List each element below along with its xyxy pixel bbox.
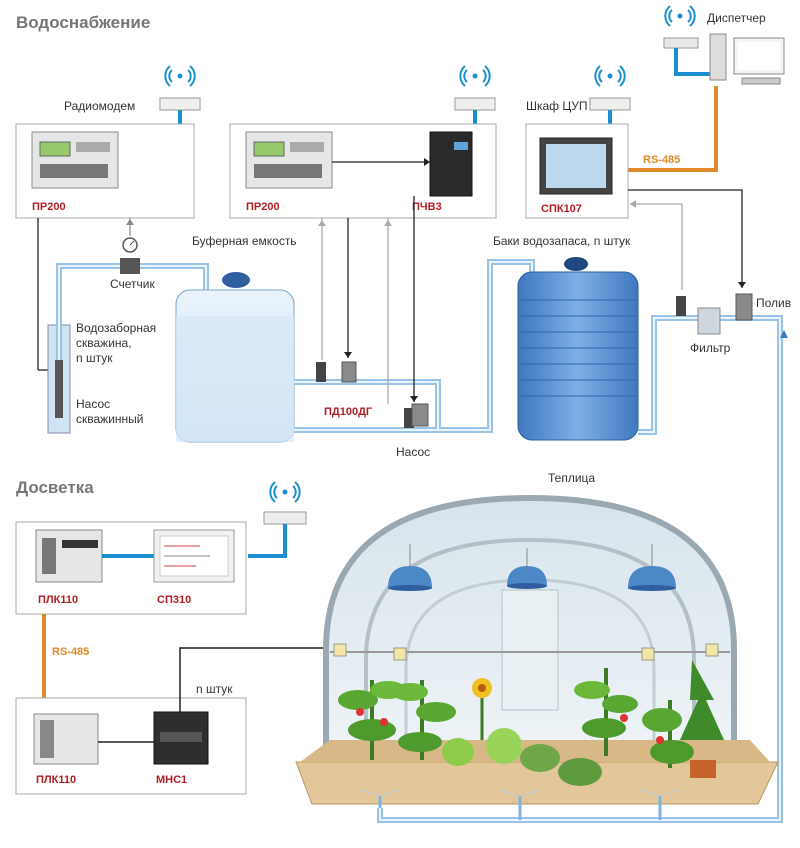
computer-icon [709, 33, 785, 85]
filter-sensor [676, 296, 686, 316]
well-label-line2: скважина, [76, 336, 132, 350]
well-label-line3: n штук [76, 351, 113, 365]
pump-icon [411, 403, 429, 427]
lamp-icon-center [507, 548, 547, 589]
pr200-b-label: ПР200 [246, 201, 280, 213]
light-sensor-4 [705, 643, 719, 657]
buffer-tank [175, 272, 295, 443]
pchv3-device [429, 131, 473, 197]
sp310-label: СП310 [157, 594, 191, 606]
dispatcher-router-icon [663, 37, 699, 49]
mns1-label: МНС1 [156, 774, 187, 786]
plc110-b-label: ПЛК110 [36, 774, 76, 786]
flow-arrow-icon [780, 330, 788, 338]
pressure-sensor-a [316, 362, 326, 382]
well-label: Водозаборная скважина, n штук [76, 321, 160, 365]
greenhouse-label: Теплица [548, 471, 595, 485]
rs485-left-label: RS-485 [52, 646, 89, 658]
pr200-b-device [245, 131, 333, 189]
light-router-icon [263, 511, 307, 525]
plants [338, 660, 724, 786]
rs485-top-label: RS-485 [643, 154, 680, 166]
pr200-a-device [31, 131, 119, 189]
lamp-icon-right [628, 544, 676, 591]
box2-wifi-icon [459, 65, 491, 87]
cabinet-router-icon [589, 97, 631, 111]
mns1-device [153, 711, 209, 765]
watering-label: Полив [756, 296, 791, 310]
reserve-tank [517, 257, 639, 441]
pchv3-label: ПЧВ3 [412, 201, 442, 213]
n-units-label: n штук [196, 682, 233, 696]
buffer-tank-label: Буферная емкость [192, 234, 297, 248]
well-pump-icon [55, 360, 63, 418]
pr200-a-label: ПР200 [32, 201, 66, 213]
sp310-device [153, 529, 235, 583]
radiomodem-label: Радиомодем [64, 99, 135, 113]
pressure-sensor-c [404, 408, 414, 428]
cabinet-wifi-icon [594, 65, 626, 87]
cabinet-label: Шкаф ЦУП [526, 99, 588, 113]
light-wifi-icon [269, 481, 301, 503]
plc110-a-device [35, 529, 103, 583]
section-title-water: Водоснабжение [16, 13, 150, 32]
plc110-a-label: ПЛК110 [38, 594, 78, 606]
dispatcher-label: Диспетчер [707, 11, 766, 25]
well-pump-label-line2: скважинный [76, 412, 143, 426]
filter-icon [697, 307, 721, 335]
filter-label: Фильтр [690, 341, 731, 355]
spk107-device [539, 137, 613, 195]
well-pump-label-line1: Насос [76, 397, 110, 411]
pump-label: Насос [396, 445, 430, 459]
radiomodem-router-icon [159, 97, 201, 111]
pressure-sensor-b [341, 361, 357, 383]
light-sensor-1 [333, 643, 347, 657]
plc110-b-device [33, 713, 99, 765]
greenhouse [323, 494, 737, 763]
lamp-icon-left [388, 544, 432, 591]
watering-valve-icon [735, 293, 753, 321]
box2-router-icon [454, 97, 496, 111]
section-title-light: Досветка [16, 478, 94, 497]
irrigation-pipes [359, 789, 681, 820]
dispatcher-wifi-icon [664, 5, 696, 27]
meter-label: Счетчик [110, 277, 156, 291]
well-pump-label: Насос скважинный [76, 397, 143, 426]
light-sensor-3 [641, 647, 655, 661]
light-sensor-2 [393, 647, 407, 661]
radiomodem-wifi-icon [164, 65, 196, 87]
pd100dg-label: ПД100ДГ [324, 406, 373, 418]
reserve-tanks-label: Баки водозапаса, n штук [493, 234, 631, 248]
meter-icon [120, 237, 140, 274]
spk107-label: СПК107 [541, 203, 582, 215]
well-label-line1: Водозаборная [76, 321, 156, 335]
